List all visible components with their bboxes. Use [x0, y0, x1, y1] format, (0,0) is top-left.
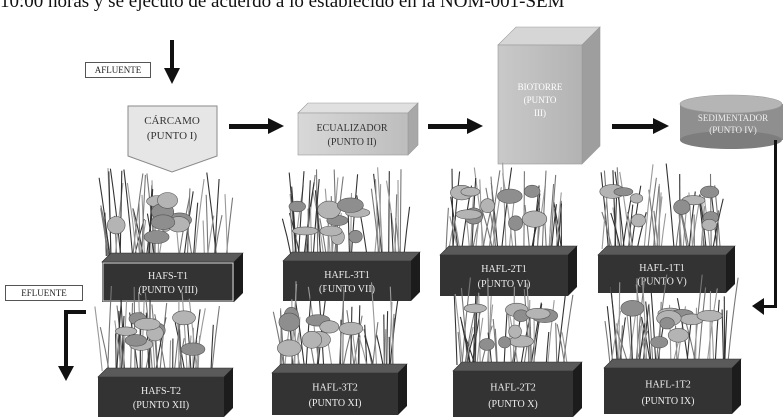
wetland-name: HAFL-3T2	[312, 383, 358, 394]
biotorre-point-1: (PUNTO	[524, 95, 557, 105]
wetland-point: (PUNTO IX)	[642, 396, 695, 407]
wetland-2-3: HAFL-2T2 (PUNTO X)	[452, 277, 583, 417]
ecualizador-title: ECUALIZADOR	[316, 123, 387, 134]
carcamo-point: (PUNTO I)	[147, 130, 198, 142]
wetland-2-1: HAFS-T2 (PUNTO XII)	[94, 285, 234, 417]
wetland-1-1: HAFS-T1 (PUNTO VIII)	[98, 168, 244, 302]
flow-arrow-3	[612, 118, 669, 134]
wetland-1-3: HAFL-2T1 (PUNTO VI)	[439, 162, 578, 296]
wetland-point: (PUNTO VIII)	[138, 285, 197, 296]
wetland-name: HAFL-1T2	[645, 379, 691, 390]
ecualizador-point: (PUNTO II)	[328, 137, 377, 148]
sedimentador-title: SEDIMENTADOR	[698, 113, 768, 123]
wetland-point: (PUNTO VII)	[319, 284, 375, 295]
afluente-label: AFLUENTE	[85, 62, 151, 78]
carcamo-unit: CÁRCAMO (PUNTO I)	[127, 105, 218, 173]
sedimentador-point: (PUNTO IV)	[709, 125, 757, 135]
biotorre-title: BIOTORRE	[518, 82, 563, 92]
carcamo-title: CÁRCAMO	[144, 115, 200, 127]
biotorre-point-2: III)	[534, 108, 546, 118]
wetland-point: (PUNTO XII)	[133, 400, 189, 411]
wetland-1-4: HAFL-1T1 (PUNTO V)	[597, 163, 736, 293]
biotorre-unit: BIOTORRE (PUNTO III)	[497, 26, 601, 165]
flow-arrow-1	[229, 118, 284, 134]
wetland-1-2: HAFL-3T1 (PUNTO VII)	[281, 167, 421, 301]
wetland-point: (PUNTO X)	[488, 399, 538, 410]
ecualizador-unit: ECUALIZADOR (PUNTO II)	[297, 102, 419, 156]
efluente-label: EFLUENTE	[5, 285, 83, 301]
wetland-name: HAFL-3T1	[324, 270, 370, 281]
wetland-2-4: HAFL-1T2 (PUNTO IX)	[603, 274, 742, 414]
wetland-name: HAFL-1T1	[639, 263, 685, 274]
header-text: 10:00 horas y se ejecutó de acuerdo a lo…	[0, 0, 565, 12]
wetland-point: (PUNTO V)	[637, 277, 686, 288]
sedimentador-unit: SEDIMENTADOR (PUNTO IV)	[679, 94, 783, 149]
wetland-point: (PUNTO VI)	[478, 279, 531, 290]
wetland-name: HAFS-T1	[148, 271, 188, 282]
wetland-name: HAFS-T2	[141, 386, 181, 397]
flow-arrow-2	[428, 118, 483, 134]
return-line	[752, 140, 777, 315]
wetland-name: HAFL-2T1	[481, 264, 527, 275]
efluente-arrow	[58, 310, 86, 381]
wetland-point: (PUNTO XI)	[309, 398, 362, 409]
wetland-name: HAFL-2T2	[490, 382, 536, 393]
wetlands-group: HAFS-T1(PUNTO VIII)HAFL-3T1(PUNTO VII)HA…	[94, 162, 742, 417]
wetland-2-2: HAFL-3T2 (PUNTO XI)	[271, 281, 408, 415]
afluente-arrow	[164, 40, 180, 84]
